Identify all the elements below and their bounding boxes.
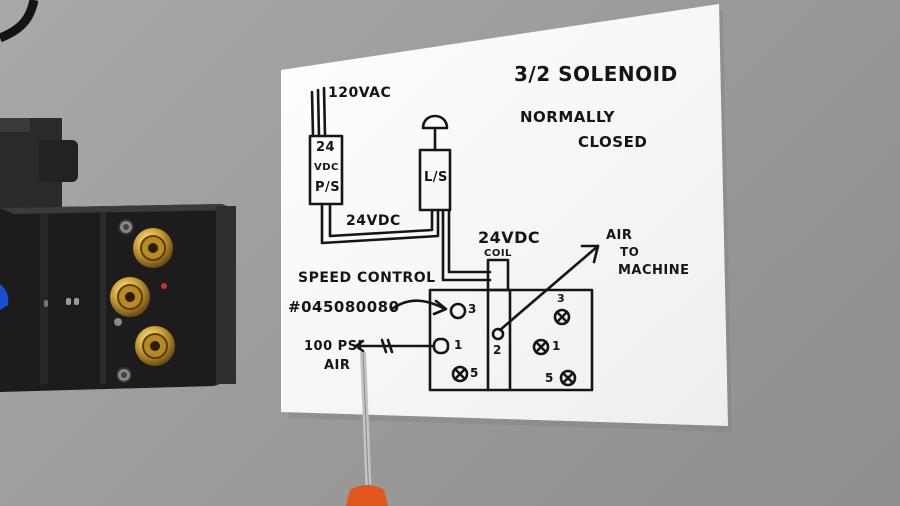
cable bbox=[0, 0, 39, 43]
wire-coil-b bbox=[447, 208, 492, 274]
limit-switch-label: L/S bbox=[424, 170, 448, 185]
air-out-line-3: MACHINE bbox=[618, 263, 690, 278]
air-out-arrow bbox=[498, 244, 600, 332]
power-supply-line-3: P/S bbox=[315, 180, 341, 195]
port-label-3-right: 3 bbox=[557, 292, 566, 305]
supply-label: 120VAC bbox=[328, 85, 392, 101]
ac-line-2 bbox=[316, 88, 321, 138]
port-3-right bbox=[553, 308, 571, 326]
title-line-3: CLOSED bbox=[578, 133, 648, 151]
title-line-1: 3/2 SOLENOID bbox=[514, 62, 678, 86]
coil-voltage: 24VDC bbox=[478, 228, 541, 247]
port-label-2: 2 bbox=[493, 343, 502, 357]
port-label-3-left: 3 bbox=[468, 302, 477, 316]
wire-label: 24VDC bbox=[346, 213, 401, 229]
part-number: #045080080 bbox=[288, 298, 400, 316]
power-supply-box bbox=[308, 134, 344, 206]
power-supply-line-1: 24 bbox=[316, 140, 336, 155]
wire-24vdc-a bbox=[320, 202, 440, 245]
speed-control-label: SPEED CONTROL bbox=[298, 270, 436, 286]
limit-switch-actuator bbox=[421, 114, 449, 130]
port-5-right bbox=[559, 369, 577, 387]
wire-24vdc-b bbox=[328, 202, 434, 238]
air-out-line-1: AIR bbox=[606, 228, 633, 243]
air-in-line-1: 100 PSI bbox=[304, 339, 363, 354]
speed-control-arrow bbox=[390, 299, 447, 311]
blue-tube bbox=[0, 284, 9, 310]
ac-line-3 bbox=[322, 86, 327, 138]
port-2 bbox=[491, 327, 505, 341]
port-1-right bbox=[532, 338, 550, 356]
paper-sheet bbox=[281, 4, 728, 426]
port-5-left bbox=[451, 365, 469, 383]
air-in-line-2: AIR bbox=[324, 358, 351, 373]
screwdriver-handle bbox=[346, 485, 388, 506]
port-3-left bbox=[449, 302, 467, 320]
brass-fitting-middle bbox=[110, 277, 150, 317]
ac-line-1 bbox=[310, 90, 315, 138]
wire-coil-a bbox=[441, 208, 492, 282]
brass-fitting-top bbox=[133, 228, 173, 268]
port-label-1-right: 1 bbox=[552, 339, 561, 353]
power-supply-line-2: VDC bbox=[314, 162, 339, 173]
port-label-5-right: 5 bbox=[545, 371, 554, 385]
title-line-2: NORMALLY bbox=[520, 108, 616, 126]
coil-label: COIL bbox=[484, 248, 512, 259]
brass-fitting-bottom bbox=[135, 326, 175, 366]
air-out-line-2: TO bbox=[620, 245, 640, 259]
port-label-5-left: 5 bbox=[470, 366, 479, 380]
port-label-1-left: 1 bbox=[454, 338, 463, 352]
port-1-left bbox=[432, 337, 450, 355]
